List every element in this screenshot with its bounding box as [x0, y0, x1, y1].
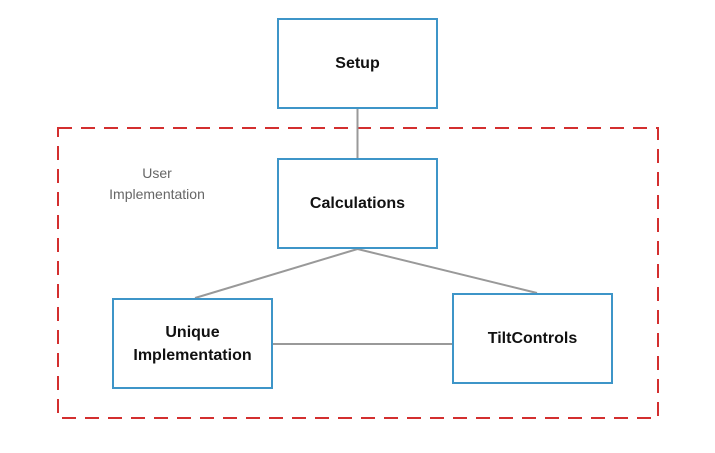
- calculations-node[interactable]: Calculations: [277, 158, 438, 249]
- tiltcontrols-node[interactable]: TiltControls: [452, 293, 613, 384]
- tiltcontrols-node-label: TiltControls: [487, 330, 578, 347]
- edge-calculations-unique-implementation: [194, 248, 358, 299]
- user-implementation-group-label: User Implementation: [109, 165, 205, 202]
- unique-implementation-node-label: Unique Implementation: [133, 323, 252, 364]
- calculations-node-label: Calculations: [309, 195, 406, 212]
- unique-implementation-node[interactable]: Unique Implementation: [112, 298, 273, 389]
- edge-calculations-tiltcontrols: [357, 248, 538, 294]
- setup-node-label: Setup: [335, 55, 380, 72]
- setup-node[interactable]: Setup: [277, 18, 438, 109]
